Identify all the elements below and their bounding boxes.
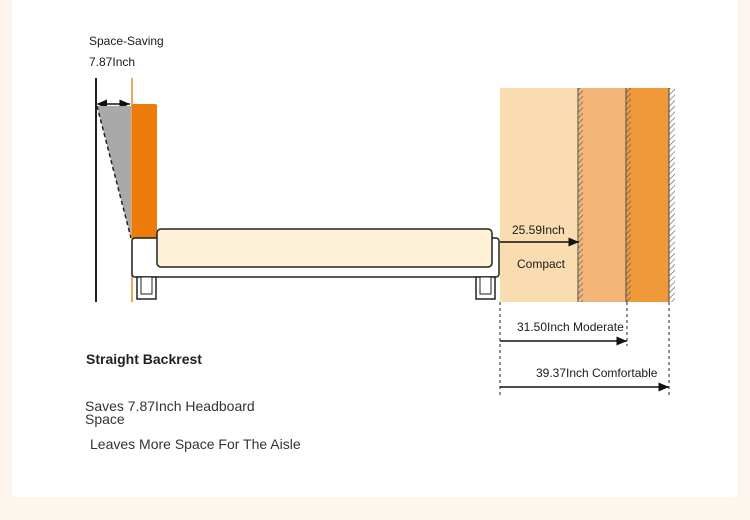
space-saving-label: Space-Saving <box>89 34 164 48</box>
bed-leg-left-inner <box>140 276 153 295</box>
hatch-comfortable-edge <box>669 88 675 302</box>
moderate-measure: 31.50Inch Moderate <box>517 320 624 334</box>
compact-measure: 25.59Inch <box>512 223 565 237</box>
compact-name: Compact <box>517 257 566 271</box>
zone-comfortable <box>627 88 669 302</box>
bed-leg-right-inner <box>479 276 492 295</box>
zone-moderate <box>579 88 627 302</box>
feature-description-2: Leaves More Space For The Aisle <box>90 436 301 452</box>
comfortable-measure: 39.37Inch Comfortable <box>536 366 658 380</box>
mattress <box>156 228 493 268</box>
hatch-moderate-edge <box>626 88 631 302</box>
hatch-compact-edge <box>578 88 583 302</box>
headboard <box>132 104 157 238</box>
saved-space-wedge <box>97 106 131 238</box>
space-saving-value: 7.87Inch <box>89 55 135 69</box>
zone-compact <box>500 88 579 302</box>
feature-description-1: Saves 7.87Inch Headboard Space <box>85 398 255 427</box>
wedge-dashed-edge <box>96 105 132 239</box>
feature-heading: Straight Backrest <box>86 351 202 367</box>
